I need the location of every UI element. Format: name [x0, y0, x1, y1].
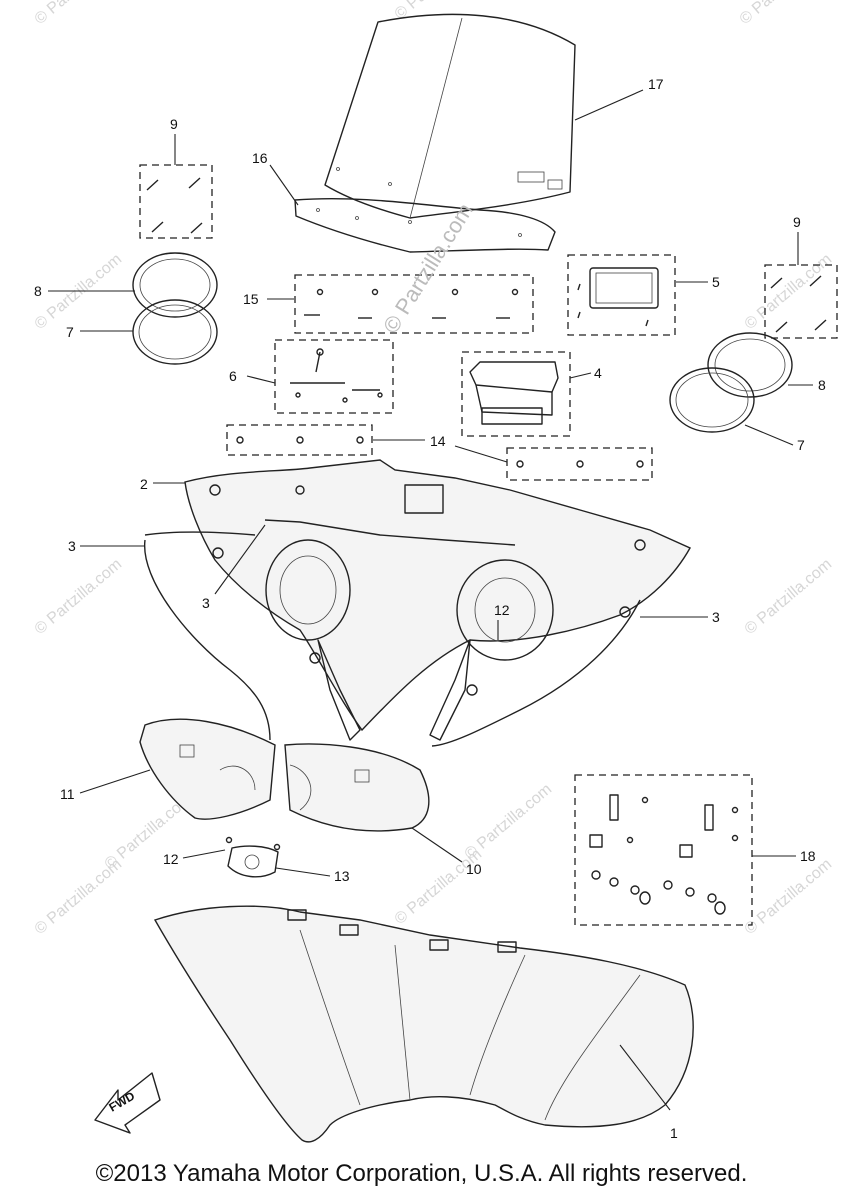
callout-10: 10: [466, 861, 482, 877]
copyright-notice: ©2013 Yamaha Motor Corporation, U.S.A. A…: [95, 1160, 748, 1187]
part-mount-plate: [225, 836, 281, 878]
callout-6: 6: [229, 368, 237, 384]
part-windshield: [324, 13, 576, 219]
part-display-unit: [567, 254, 676, 336]
part-speaker-box-right: [284, 743, 430, 832]
callout-2: 2: [140, 476, 148, 492]
watermark-tile: © Partzilla.com: [742, 856, 836, 938]
callout-7-left: 7: [66, 324, 74, 340]
part-outer-fairing: [153, 905, 694, 1143]
watermark-tile: © Partzilla.com: [742, 251, 836, 333]
watermark-tiles: © Partzilla.com © Partzilla.com © Partzi…: [32, 0, 836, 938]
callout-7-right: 7: [797, 437, 805, 453]
watermark-tile: © Partzilla.com: [462, 781, 556, 863]
watermark-tile: © Partzilla.com: [32, 251, 126, 333]
part-hardware-kit: [574, 774, 753, 926]
fwd-arrow-icon: FWD: [94, 1072, 161, 1134]
part-screw-set-14: [226, 424, 653, 481]
callout-12-fairing: 12: [494, 602, 510, 618]
part-screw-set-right: [764, 264, 838, 339]
callout-11: 11: [60, 786, 75, 802]
callout-8-right: 8: [818, 377, 826, 393]
part-speaker-ring-left: [132, 252, 218, 365]
callout-8-left: 8: [34, 283, 42, 299]
callout-3-left: 3: [68, 538, 76, 554]
callout-9-right: 9: [793, 214, 801, 230]
leader-lines: [48, 89, 813, 1111]
callout-labels: 1 2 3 3 3 4 5 6 7 7 8 8 9 9 10 11 12 12 …: [34, 76, 826, 1141]
callout-9-left: 9: [170, 116, 178, 132]
part-inner-fairing: [184, 459, 691, 741]
callout-12-plate: 12: [163, 851, 179, 867]
part-bracket-set: [274, 339, 394, 414]
watermark-center: © Partzilla.com: [378, 199, 478, 338]
watermark-tile: © Partzilla.com: [392, 0, 486, 23]
exploded-view: © Partzilla.com © Partzilla.com © Partzi…: [32, 0, 838, 1143]
watermark-tile: © Partzilla.com: [737, 0, 831, 28]
callout-15: 15: [243, 291, 259, 307]
callout-5: 5: [712, 274, 720, 290]
watermark-tile: © Partzilla.com: [32, 556, 126, 638]
callout-1: 1: [670, 1125, 678, 1141]
callout-3-center: 3: [202, 595, 210, 611]
part-screw-set-left: [139, 164, 213, 239]
part-speaker-box-left: [139, 718, 276, 820]
callout-13: 13: [334, 868, 350, 884]
callout-17: 17: [648, 76, 664, 92]
callout-14: 14: [430, 433, 446, 449]
part-screw-set-15: [294, 274, 534, 334]
part-speaker-ring-right: [669, 332, 793, 433]
part-seals: [144, 519, 641, 747]
callout-18: 18: [800, 848, 816, 864]
fwd-label: FWD: [107, 1089, 138, 1115]
watermark-tile: © Partzilla.com: [742, 556, 836, 638]
part-windshield-trim: [294, 197, 556, 253]
watermark-tile: © Partzilla.com: [32, 0, 126, 28]
callout-4: 4: [594, 365, 602, 381]
callout-16: 16: [252, 150, 268, 166]
callout-3-right: 3: [712, 609, 720, 625]
part-radio-unit: [461, 351, 571, 437]
